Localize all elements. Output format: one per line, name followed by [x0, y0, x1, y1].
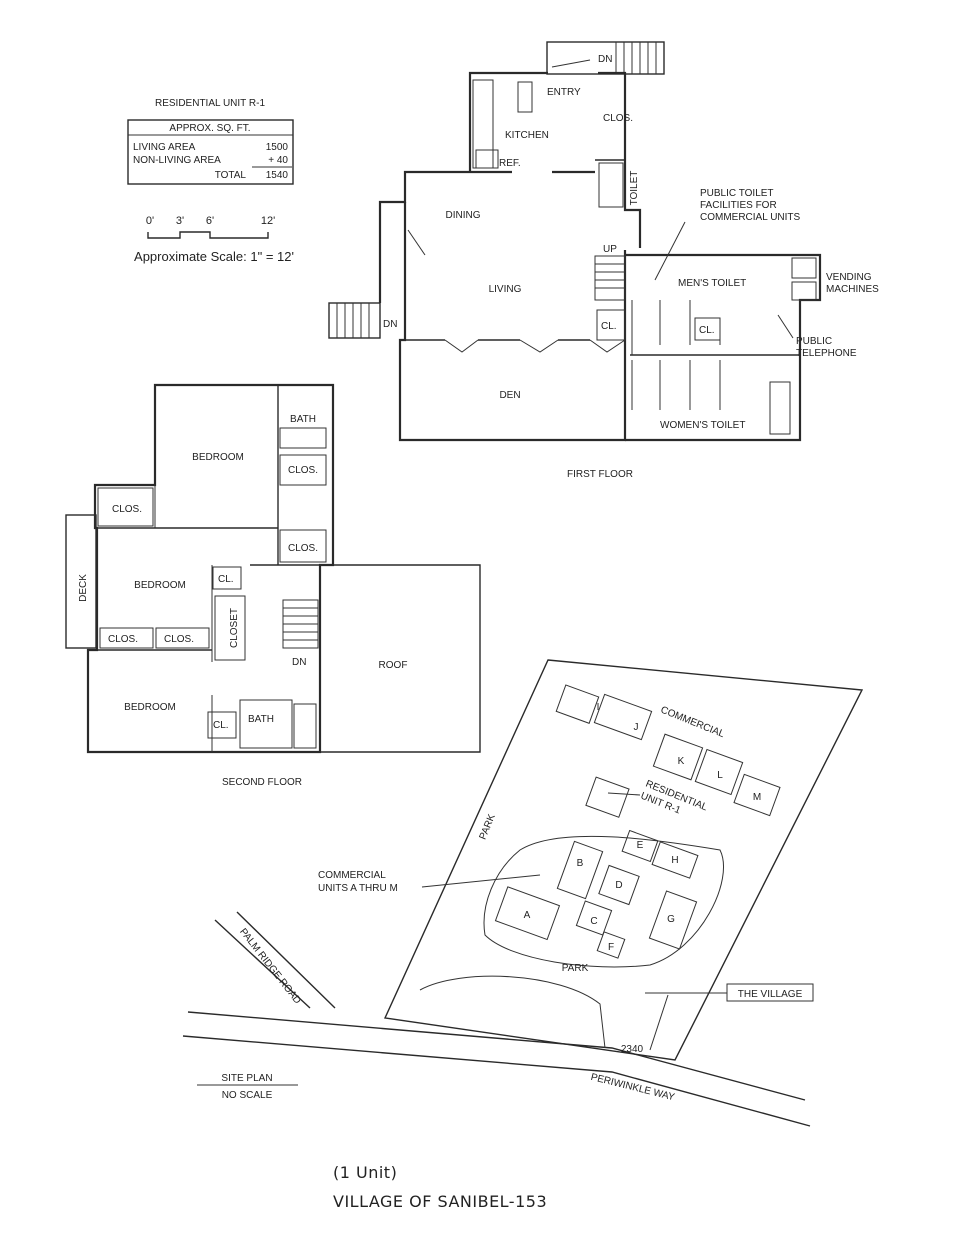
sf-deck: DECK	[78, 574, 89, 602]
site-unit-m: M	[753, 792, 761, 803]
sf-clos-e: CLOS.	[164, 634, 194, 645]
ff-public-toilet-3: COMMERCIAL UNITS	[700, 212, 801, 223]
site-commercial-units-1: COMMERCIAL	[318, 870, 386, 881]
footer-unit-count: (1 Unit)	[333, 1163, 397, 1182]
unit-area-table: RESIDENTIAL UNIT R-1 APPROX. SQ. FT. LIV…	[127, 98, 294, 185]
sf-bedroom-1: BEDROOM	[192, 452, 244, 463]
site-unit-g: G	[667, 914, 675, 925]
site-unit-a: A	[524, 910, 531, 921]
scale-tick-6: 6'	[206, 215, 214, 227]
site-unit-l: L	[717, 770, 723, 781]
ff-telephone-1: PUBLIC	[796, 336, 832, 347]
ff-telephone-2: TELEPHONE	[796, 348, 857, 359]
ff-vending-2: MACHINES	[826, 284, 879, 295]
sf-bath-bottom: BATH	[248, 714, 274, 725]
total-area-label: TOTAL	[215, 170, 247, 181]
ff-clos: CLOS.	[603, 113, 633, 124]
ff-public-toilet-2: FACILITIES FOR	[700, 200, 777, 211]
footer: (1 Unit) VILLAGE OF SANIBEL-153	[333, 1163, 547, 1211]
nonliving-area-label: NON-LIVING AREA	[133, 155, 221, 166]
site-unit-h: H	[671, 855, 678, 866]
scale-tick-12: 12'	[261, 215, 275, 227]
living-area-value: 1500	[266, 142, 289, 153]
scale-tick-0: 0'	[146, 215, 154, 227]
ff-living: LIVING	[489, 284, 522, 295]
scale-bar: 0' 3' 6' 12' Approximate Scale: 1" = 12'	[134, 215, 294, 264]
sf-roof: ROOF	[379, 660, 408, 671]
living-area-label: LIVING AREA	[133, 142, 196, 153]
sf-bedroom-3: BEDROOM	[124, 702, 176, 713]
ff-dn-left: DN	[383, 319, 397, 330]
ff-kitchen: KITCHEN	[505, 130, 549, 141]
site-unit-i: I	[597, 702, 600, 713]
site-park-left: PARK	[478, 812, 498, 841]
site-park-bottom: PARK	[562, 963, 589, 974]
ff-dining: DINING	[446, 210, 481, 221]
sf-caption: SECOND FLOOR	[222, 777, 302, 788]
ff-vending-1: VENDING	[826, 272, 872, 283]
site-unit-c: C	[590, 916, 597, 927]
site-plan: A B C D E F G H I J K L M COMMERCIAL RES…	[182, 659, 864, 1127]
sf-clos-a: CLOS.	[112, 504, 142, 515]
ff-dn-top: DN	[598, 54, 612, 65]
sf-clos-b: CLOS.	[288, 465, 318, 476]
total-area-value: 1540	[266, 170, 289, 181]
ff-toilet: TOILET	[629, 171, 640, 206]
site-commercial-units-2: UNITS A THRU M	[318, 883, 398, 894]
sf-cl-b: CL.	[213, 720, 229, 731]
site-unit-j: J	[634, 722, 639, 733]
site-the-village: THE VILLAGE	[738, 989, 803, 1000]
ff-cl: CL.	[601, 321, 617, 332]
ff-den: DEN	[499, 390, 520, 401]
sf-closet: CLOSET	[229, 608, 240, 648]
unit-title: RESIDENTIAL UNIT R-1	[155, 98, 265, 109]
ff-public-toilet-1: PUBLIC TOILET	[700, 188, 774, 199]
sf-bath-top: BATH	[290, 414, 316, 425]
ff-up: UP	[603, 244, 617, 255]
ff-womens-toilet: WOMEN'S TOILET	[660, 420, 745, 431]
sqft-header: APPROX. SQ. FT.	[169, 123, 250, 134]
scale-text: Approximate Scale: 1" = 12'	[134, 249, 294, 264]
scale-tick-3: 3'	[176, 215, 184, 227]
site-address: 2340	[621, 1044, 644, 1055]
ff-mens-cl: CL.	[699, 325, 715, 336]
ff-caption: FIRST FLOOR	[567, 469, 633, 480]
ff-mens-toilet: MEN'S TOILET	[678, 278, 746, 289]
first-floor-plan: DN ENTRY CLOS. KITCHEN REF. TOILET DININ…	[328, 41, 879, 480]
sf-bedroom-2: BEDROOM	[134, 580, 186, 591]
site-unit-e: E	[637, 840, 644, 851]
site-unit-k: K	[678, 756, 685, 767]
sf-clos-c: CLOS.	[288, 543, 318, 554]
site-plan-subtitle: NO SCALE	[222, 1090, 273, 1101]
ff-entry: ENTRY	[547, 87, 581, 98]
sf-clos-d: CLOS.	[108, 634, 138, 645]
site-plan-title: SITE PLAN	[221, 1073, 272, 1084]
site-unit-b: B	[577, 858, 584, 869]
site-unit-d: D	[615, 880, 622, 891]
ff-ref: REF.	[499, 158, 521, 169]
footer-title: VILLAGE OF SANIBEL-153	[333, 1192, 547, 1211]
site-commercial: COMMERCIAL	[659, 705, 726, 741]
sf-dn: DN	[292, 657, 306, 668]
site-unit-f: F	[608, 942, 614, 953]
site-periwinkle-way: PERIWINKLE WAY	[589, 1072, 676, 1104]
sf-cl-a: CL.	[218, 574, 234, 585]
nonliving-area-value: + 40	[268, 155, 288, 166]
second-floor-plan: BATH BEDROOM CLOS. CLOS. CLOS. DECK BEDR…	[65, 383, 481, 788]
